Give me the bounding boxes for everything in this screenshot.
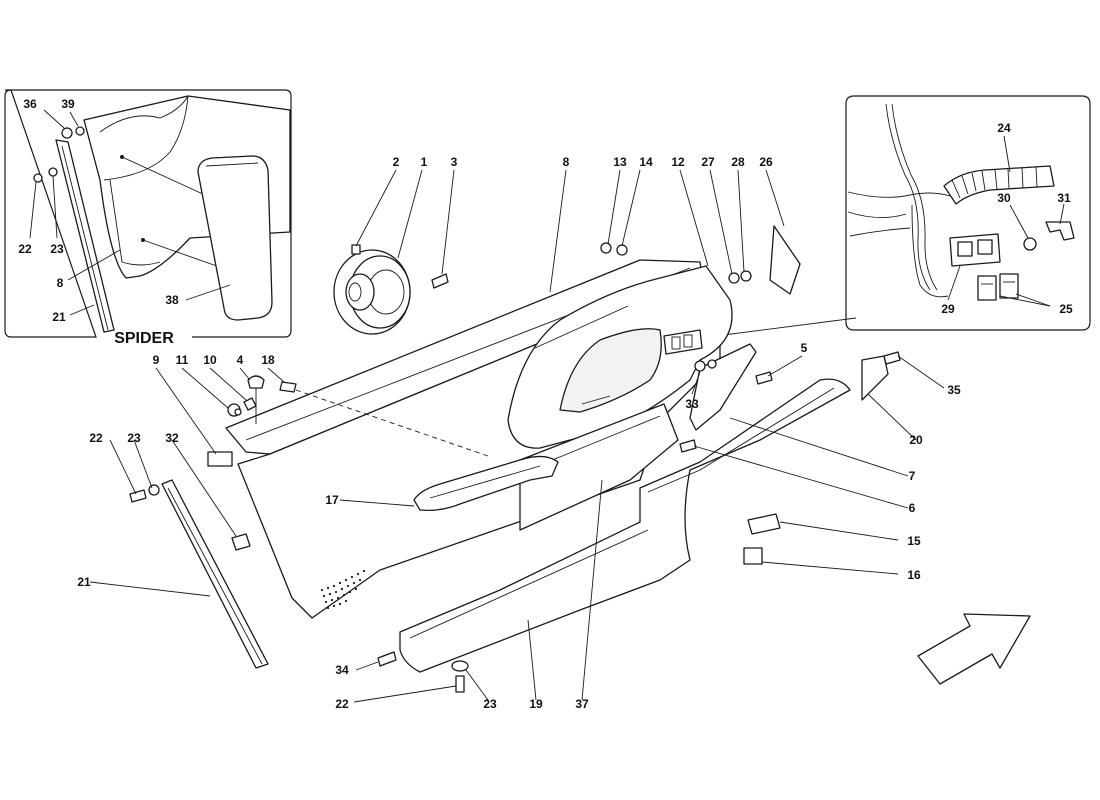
screw-5 <box>755 371 773 385</box>
washer-14 <box>616 244 628 256</box>
callout: 32 <box>165 431 179 445</box>
callout: 22 <box>18 242 32 256</box>
callout: 8 <box>563 155 570 169</box>
callout: 21 <box>52 310 66 324</box>
callout: 34 <box>335 663 349 677</box>
screw-18-axis <box>295 389 489 457</box>
callout: 17 <box>325 493 339 507</box>
grab-handle <box>689 343 757 431</box>
washer-11-hole <box>234 408 242 416</box>
courtesy-light <box>747 513 781 535</box>
callout: 21 <box>77 575 91 589</box>
wiring-inset-frame <box>845 95 1091 331</box>
callout: 28 <box>731 155 745 169</box>
callout: 2 <box>393 155 400 169</box>
callout: 6 <box>909 501 916 515</box>
screw-6 <box>679 439 697 453</box>
spider-inset-frame <box>4 89 292 338</box>
callout: 8 <box>57 276 64 290</box>
pull-handle-9 <box>207 451 233 467</box>
screw-22b <box>455 675 465 693</box>
inset-washer-39 <box>75 126 85 136</box>
inset-screw-22 <box>33 173 43 183</box>
speaker-screw <box>431 273 449 289</box>
washer-33b <box>707 359 717 369</box>
inset-nut-36 <box>61 127 73 139</box>
nut-13 <box>600 242 612 254</box>
callout: 4 <box>237 353 244 367</box>
courtesy-lens <box>743 547 763 565</box>
callout: 39 <box>61 97 75 111</box>
callout: 22 <box>89 431 103 445</box>
callout: 35 <box>947 383 961 397</box>
callout: 11 <box>176 353 189 367</box>
washer-23 <box>148 484 160 496</box>
wiring-clip <box>1023 237 1037 251</box>
speaker-grille <box>320 569 366 610</box>
callout: 38 <box>165 293 179 307</box>
callout: 23 <box>483 697 497 711</box>
callout: 20 <box>909 433 923 447</box>
callout: 3 <box>451 155 458 169</box>
inset-washer-23 <box>48 167 58 177</box>
wiring-inset: 24 30 31 29 25 <box>845 95 1091 331</box>
screw-22 <box>129 489 147 503</box>
callout: 24 <box>997 121 1011 135</box>
callout: 18 <box>261 353 275 367</box>
callout: 23 <box>127 431 141 445</box>
screw-35 <box>883 351 901 365</box>
door-pocket <box>519 403 679 531</box>
washer-33 <box>694 360 706 372</box>
inset-armrest-pad <box>197 155 273 321</box>
callout: 36 <box>23 97 37 111</box>
corrugated-conduit <box>943 165 1055 205</box>
callout: 10 <box>203 353 217 367</box>
switch-block <box>999 273 1019 299</box>
direction-arrow <box>917 613 1031 685</box>
callout: 23 <box>50 242 64 256</box>
callout: 33 <box>685 397 699 411</box>
cover-plate <box>769 225 801 295</box>
callout: 5 <box>801 341 808 355</box>
callout: 14 <box>639 155 653 169</box>
lower-sill-trim <box>399 378 851 673</box>
sealing-strip <box>161 479 269 669</box>
nut-27 <box>728 272 740 284</box>
washer-28 <box>740 270 752 282</box>
armrest <box>413 455 559 512</box>
main-assembly: 2 1 3 8 13 14 12 27 28 26 9 11 10 4 18 5… <box>77 155 1031 711</box>
switch-block <box>977 275 997 301</box>
wiring-bracket <box>1045 221 1075 241</box>
plug-4 <box>247 375 265 389</box>
leader-lines <box>89 169 945 703</box>
callout: 13 <box>613 155 627 169</box>
callout: 30 <box>997 191 1011 205</box>
side-plate <box>861 355 889 401</box>
callout: 7 <box>909 469 916 483</box>
washer-23b <box>451 660 469 672</box>
callout: 29 <box>941 302 955 316</box>
callout: 37 <box>575 697 589 711</box>
speaker <box>333 249 411 335</box>
spider-inset: SPIDER 36 39 22 23 8 21 38 <box>4 89 292 347</box>
switch-housing <box>663 329 703 355</box>
callout: 9 <box>153 353 160 367</box>
callout: 19 <box>529 697 543 711</box>
callout: 27 <box>701 155 715 169</box>
callout: 1 <box>421 155 428 169</box>
callout: 25 <box>1059 302 1073 316</box>
callout: 26 <box>759 155 773 169</box>
clip-32 <box>231 533 251 551</box>
callout: 31 <box>1057 191 1071 205</box>
callout: 16 <box>907 568 921 582</box>
screw-18 <box>279 381 297 393</box>
spider-inset-title: SPIDER <box>114 330 174 347</box>
speaker-clip <box>351 244 361 255</box>
screw-34 <box>377 651 397 667</box>
callout: 12 <box>671 155 685 169</box>
handle-recess <box>559 328 662 413</box>
callout: 22 <box>335 697 349 711</box>
callout: 15 <box>907 534 921 548</box>
